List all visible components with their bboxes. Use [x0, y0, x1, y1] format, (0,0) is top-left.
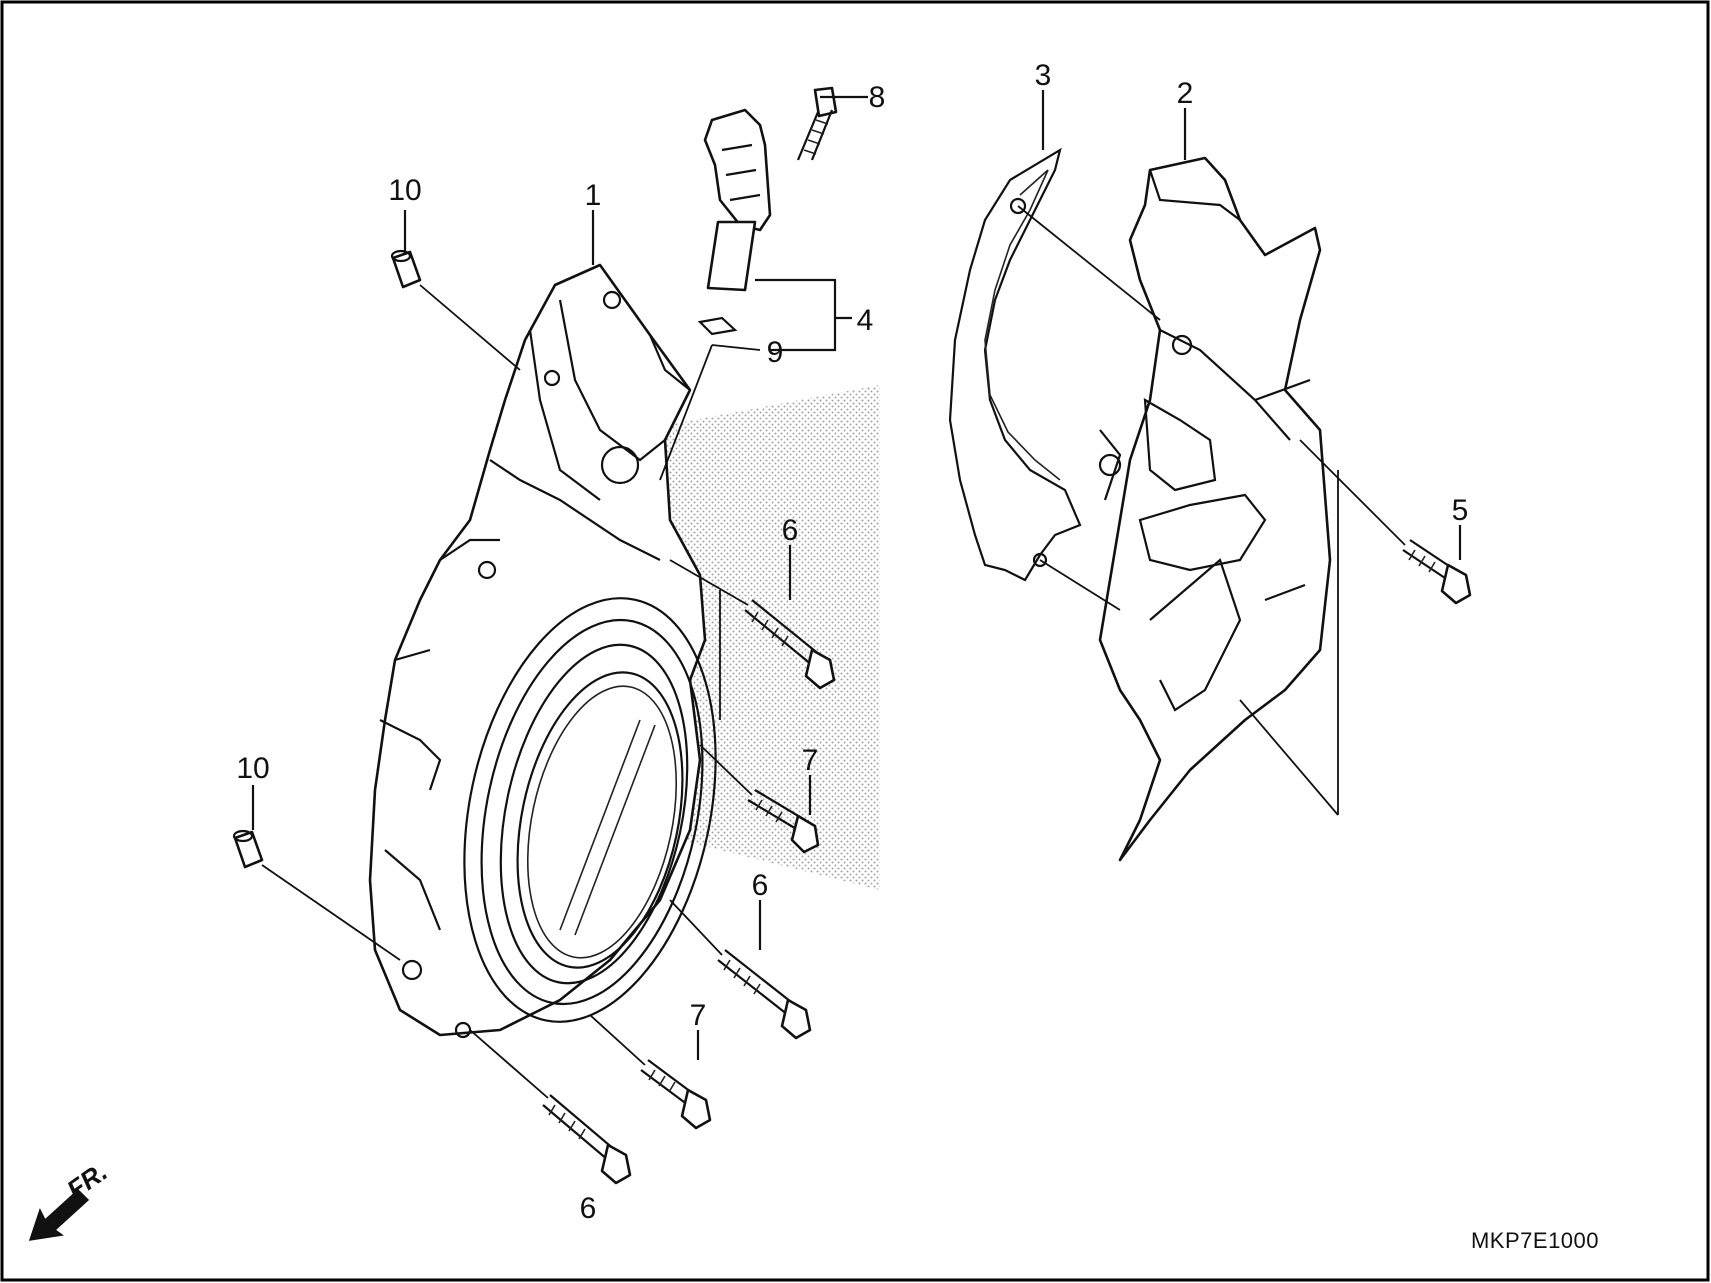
leader-lines	[251, 90, 1462, 1099]
callout-8: 8	[869, 81, 886, 114]
callout-10-upper: 10	[388, 174, 421, 207]
callout-7-lower: 7	[690, 999, 707, 1032]
callout-6-upper: 6	[782, 514, 799, 547]
callout-7-upper: 7	[802, 744, 819, 777]
gasket-3	[948, 147, 1082, 582]
bolt-7-lower	[640, 1059, 712, 1130]
front-direction-arrow: FR.	[28, 1156, 113, 1241]
callout-3: 3	[1035, 59, 1052, 92]
callout-6-lower: 6	[580, 1192, 597, 1225]
drawing-code: MKP7E1000	[1471, 1228, 1599, 1253]
sensor-assembly	[697, 108, 772, 336]
dowel-pin-10-lower	[232, 829, 264, 869]
callout-9: 9	[767, 336, 784, 369]
callout-5: 5	[1452, 494, 1469, 527]
callout-6-middle: 6	[752, 869, 769, 902]
right-cover-guard	[1098, 156, 1332, 862]
bolt-6-upper	[744, 599, 836, 690]
dowel-pin-10-upper	[390, 249, 422, 289]
left-crankcase-cover	[368, 263, 717, 1039]
callout-4: 4	[857, 304, 874, 337]
bolt-7-upper	[747, 789, 820, 854]
bolt-6-lower	[542, 1094, 632, 1185]
callout-1: 1	[585, 179, 602, 212]
bolt-5	[1402, 539, 1472, 605]
callout-10-lower: 10	[236, 752, 269, 785]
bolt-6-middle	[717, 949, 812, 1040]
bolt-8	[796, 86, 838, 161]
callout-2: 2	[1177, 77, 1194, 110]
